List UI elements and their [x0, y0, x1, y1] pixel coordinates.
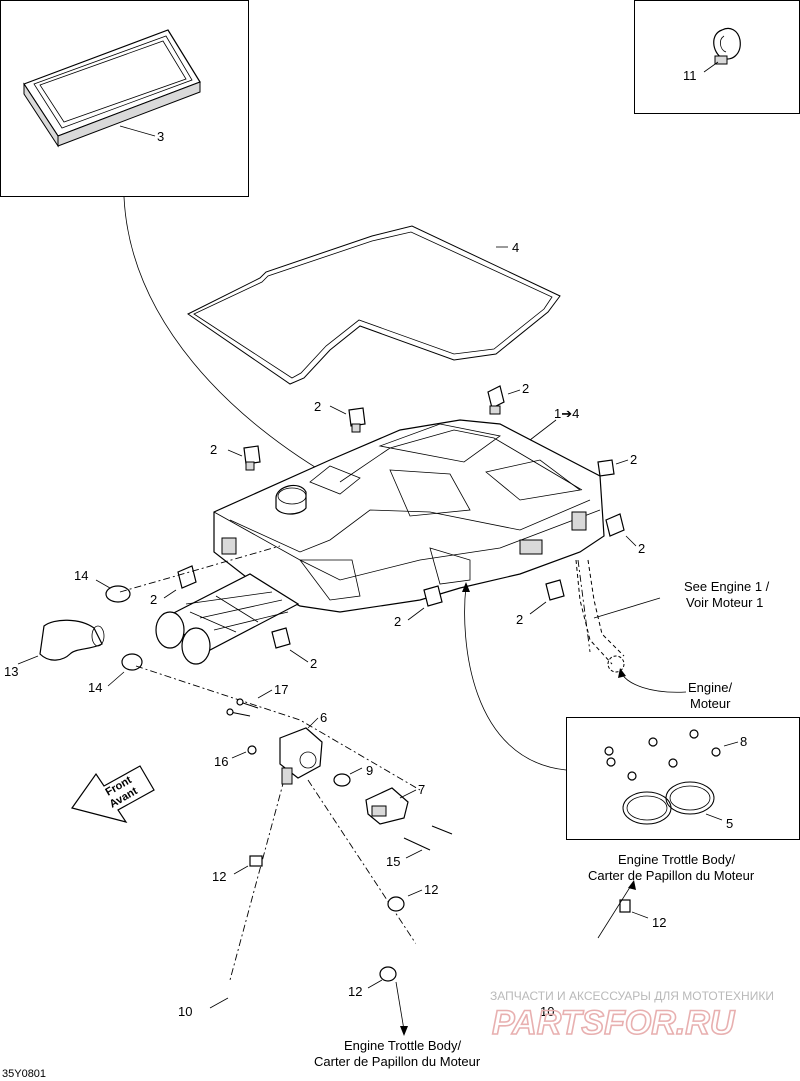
- callout-12-center: 12: [424, 882, 438, 897]
- callout-16: 16: [214, 754, 228, 769]
- housing-6: [279, 727, 323, 785]
- retaining-clip-6: [177, 565, 197, 589]
- clamp-12-c: [379, 966, 397, 982]
- callout-12-right: 12: [652, 915, 666, 930]
- leader-1to4: [529, 419, 557, 441]
- leader-11: [703, 61, 719, 73]
- callout-15: 15: [386, 854, 400, 869]
- note-engine-line1: Engine/: [688, 680, 732, 695]
- callout-5: 5: [726, 816, 733, 831]
- clamp-14-lower: [121, 653, 143, 671]
- callout-11: 11: [683, 68, 697, 83]
- callout-2-top-left: 2: [314, 399, 321, 414]
- callout-10-left: 10: [178, 1004, 192, 1019]
- hose-clamp-part: [713, 27, 741, 65]
- vent-hose-10-left: [208, 909, 384, 1005]
- callout-6: 6: [320, 710, 327, 725]
- callout-2-intake-lower: 2: [310, 656, 317, 671]
- callout-13: 13: [4, 664, 18, 679]
- valve-7: [365, 787, 409, 825]
- callout-2-right-lower: 2: [638, 541, 645, 556]
- leader-filter-to-airbox: [123, 196, 341, 483]
- callout-2-intake-left: 2: [150, 592, 157, 607]
- callout-7: 7: [418, 782, 425, 797]
- note-see-engine-line1: See Engine 1 /: [684, 579, 770, 594]
- air-box-part: [213, 419, 605, 613]
- note-throttle-right-line1: Engine Trottle Body/: [618, 852, 735, 867]
- front-direction-arrow: Front Avant: [71, 765, 155, 823]
- callout-2-top-right: 2: [522, 381, 529, 396]
- watermark-tagline: ЗАПЧАСТИ И АКСЕССУАРЫ ДЛЯ МОТОТЕХНИКИ: [490, 989, 774, 1003]
- nut-16: [247, 745, 257, 755]
- callout-14-lower: 14: [88, 680, 102, 695]
- screw-8-set: [604, 729, 721, 781]
- note-see-engine-line2: Voir Moteur 1: [686, 595, 763, 610]
- oring-9: [333, 773, 351, 787]
- callout-2-center: 2: [394, 614, 401, 629]
- retaining-clip-9: [545, 579, 565, 601]
- screw-17: [226, 698, 259, 717]
- oring-5-set: [622, 781, 715, 825]
- clamp-12-b: [387, 896, 405, 912]
- retaining-clip-7: [271, 627, 291, 649]
- callout-3: 3: [157, 129, 164, 144]
- callout-10-right: 10: [540, 1004, 554, 1019]
- screw-15: [403, 825, 453, 851]
- retaining-clip-2: [487, 385, 505, 415]
- intake-screen-part: [155, 573, 300, 665]
- callout-8: 8: [740, 734, 747, 749]
- note-throttle-right-line2: Carter de Papillon du Moteur: [588, 868, 755, 883]
- retaining-clip-8: [423, 585, 443, 607]
- image-code: 35Y0801: [2, 1068, 46, 1080]
- gasket-inner-edge: [193, 231, 553, 379]
- callout-1to4: 1➔4: [554, 406, 579, 421]
- retaining-clip-4: [597, 459, 615, 477]
- callout-2-right-upper: 2: [630, 452, 637, 467]
- vent-hose-10-right: [415, 933, 605, 1021]
- callout-4: 4: [512, 240, 519, 255]
- clamp-12-d: [619, 899, 631, 913]
- note-throttle-bottom-line1: Engine Trottle Body/: [344, 1038, 461, 1053]
- note-throttle-bottom-line2: Carter de Papillon du Moteur: [314, 1054, 481, 1069]
- retaining-clip-1: [348, 407, 366, 433]
- clamp-14-upper: [105, 585, 131, 603]
- elbow-hose-13: [39, 619, 105, 661]
- clamp-12-a: [249, 855, 263, 867]
- callout-12-bottom: 12: [348, 984, 362, 999]
- inset-box-air-filter: [0, 0, 249, 197]
- leader-3: [119, 125, 156, 137]
- air-filter-part: [23, 29, 201, 148]
- callout-14-upper: 14: [74, 568, 88, 583]
- gasket-part: [187, 225, 561, 385]
- note-engine-line2: Moteur: [690, 696, 731, 711]
- callout-9: 9: [366, 763, 373, 778]
- retaining-clip-5: [605, 513, 625, 537]
- watermark-brand: PARTSFOR.RU: [492, 1004, 736, 1042]
- callout-17: 17: [274, 682, 288, 697]
- callout-2-left: 2: [210, 442, 217, 457]
- leader-inset-to-airbox: [464, 585, 567, 771]
- inset-box-screws-orings: [566, 717, 800, 840]
- callout-12-left: 12: [212, 869, 226, 884]
- callout-2-bottom-right: 2: [516, 612, 523, 627]
- retaining-clip-3: [243, 445, 261, 471]
